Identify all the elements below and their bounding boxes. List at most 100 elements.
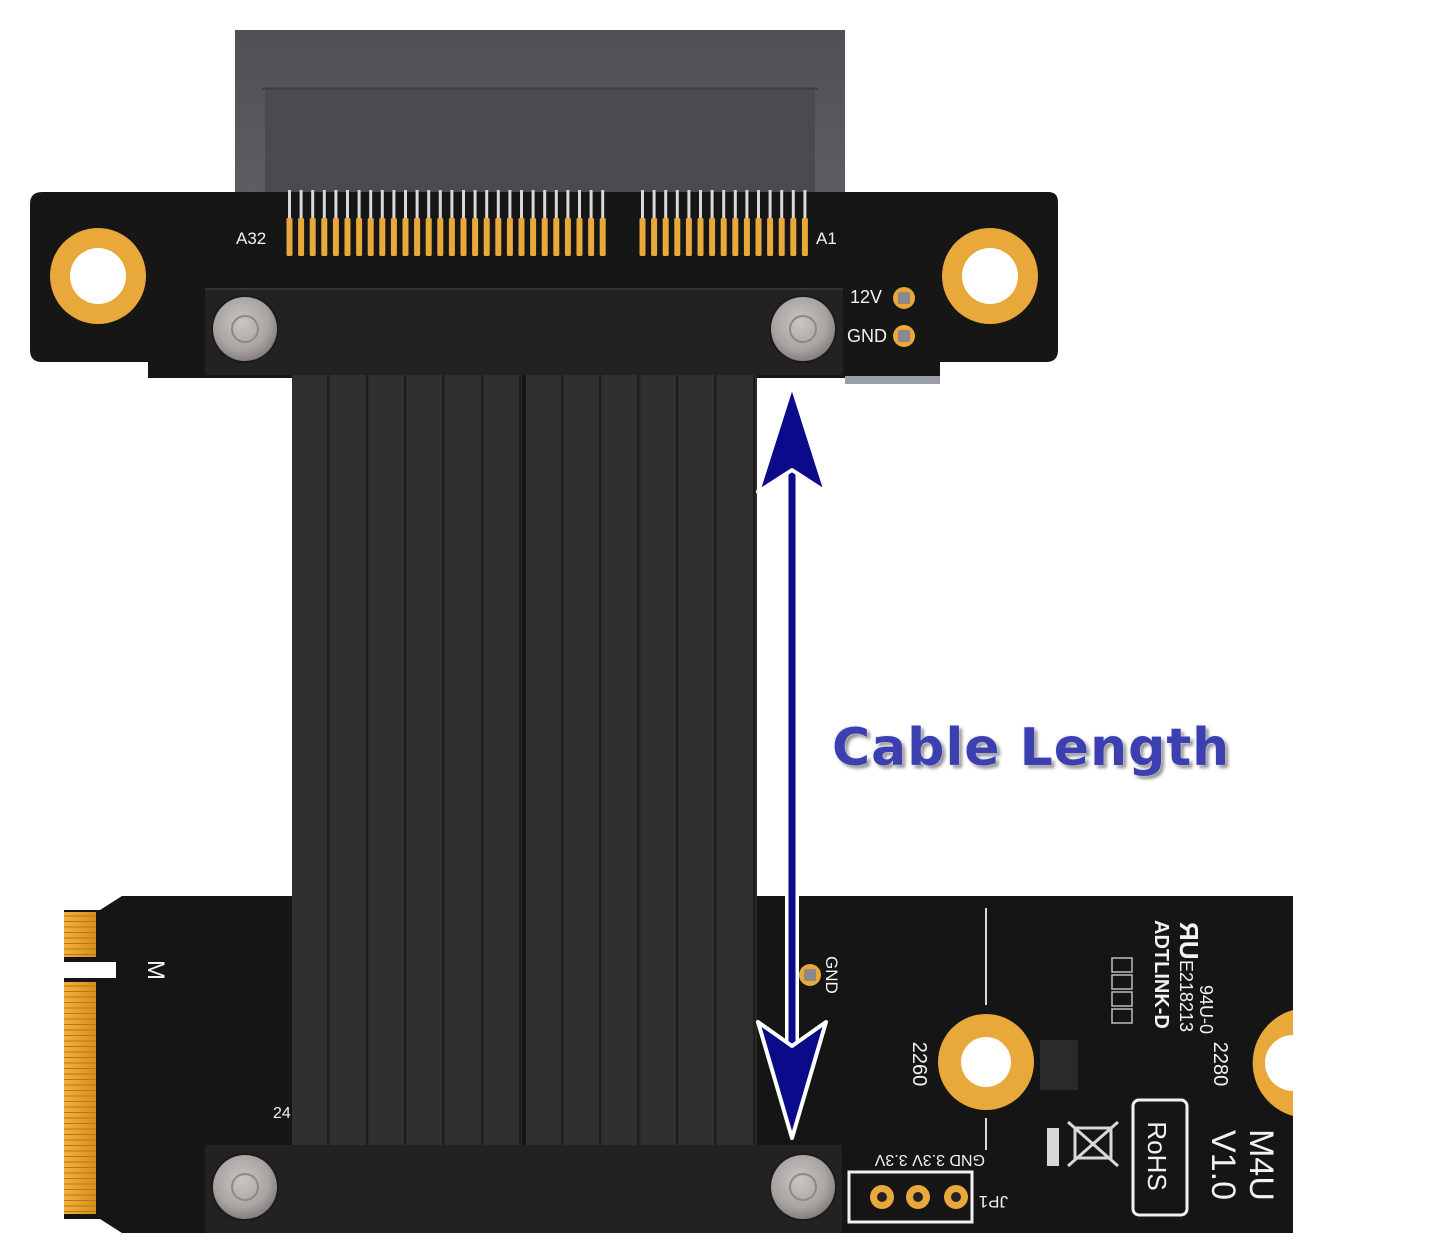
pin-label-a1: A1 — [816, 229, 837, 248]
pin-label-24: 24 — [273, 1105, 291, 1122]
date-code-boxes — [1111, 957, 1133, 1024]
slot-pin-pad — [437, 218, 444, 256]
cable-groove — [637, 375, 639, 1145]
ribbon-cable — [292, 375, 757, 1145]
slot-pin-pad — [743, 218, 750, 256]
arrow-head-down — [756, 1020, 828, 1140]
slot-pin-pad — [685, 218, 692, 256]
slot-pin-lead — [589, 190, 593, 220]
svg-text:RoHS: RoHS — [1142, 1121, 1172, 1190]
slot-pin-lead — [641, 190, 644, 220]
slot-pin-lead — [427, 190, 431, 220]
slot-pin-lead — [380, 190, 384, 220]
cable-groove — [366, 375, 368, 1145]
cable-conductor — [641, 375, 678, 1145]
clamp-screw-bottom-right — [769, 1153, 837, 1221]
slot-pin-pad — [709, 218, 716, 256]
cable-groove — [481, 375, 483, 1145]
slot-pin-pad — [674, 218, 681, 256]
mount-label-2280: 2280 — [1209, 1042, 1231, 1087]
slot-pin-lead — [733, 190, 737, 220]
power-label-12v: 12V — [850, 287, 882, 307]
slot-pin-pad — [720, 218, 727, 256]
ul-cert-line1: 94U-0 — [1196, 985, 1216, 1034]
slot-pin-pad — [506, 218, 513, 256]
ul-logo-icon: ЯU — [1174, 922, 1204, 959]
arrow-head-up — [756, 383, 828, 494]
slot-pin-lead — [687, 190, 691, 220]
slot-pin-lead — [664, 190, 668, 220]
cable-length-arrow — [756, 383, 828, 1140]
slot-pin-lead — [473, 190, 477, 220]
cable-conductor — [564, 375, 601, 1145]
slot-pin-pad — [356, 218, 363, 256]
mount-label-2260: 2260 — [908, 1042, 930, 1087]
rohs-badge: RoHS — [1131, 1098, 1189, 1217]
slot-pin-lead — [299, 190, 303, 220]
slot-pin-lead — [520, 190, 523, 220]
slot-pin-pad — [425, 218, 432, 256]
mount-hole-left — [50, 228, 146, 324]
slot-pin-lead — [485, 190, 489, 220]
brand-label: ADTLINK-D — [1150, 920, 1172, 1029]
cable-split — [522, 375, 526, 1145]
slot-pin-pad — [755, 218, 762, 256]
slot-pin-pad — [332, 218, 339, 256]
cable-groove — [519, 375, 521, 1145]
m2-key-label: M — [142, 960, 169, 980]
slot-pin-pad — [367, 218, 374, 256]
ground-label: GND — [847, 326, 887, 346]
slot-pin-lead — [675, 190, 679, 220]
slot-pin-lead — [578, 190, 581, 220]
slot-pin-pad — [448, 218, 455, 256]
slot-gold-pins — [286, 190, 808, 256]
slot-pin-pad — [662, 218, 669, 256]
slot-pin-pad — [767, 218, 774, 256]
slot-pin-pad — [518, 218, 525, 256]
slot-pin-lead — [450, 190, 454, 220]
slot-pin-pad — [732, 218, 739, 256]
power-pad-12v — [893, 287, 915, 309]
slot-pin-pad — [639, 218, 646, 256]
slot-pin-lead — [322, 190, 326, 220]
slot-pin-pad — [390, 218, 397, 256]
slot-pin-pad — [344, 218, 351, 256]
mount-hole-2280 — [1252, 1010, 1293, 1116]
slot-pin-lead — [508, 190, 512, 220]
slot-pin-lead — [415, 190, 419, 220]
slot-pin-pad — [651, 218, 658, 256]
slot-pin-lead — [745, 190, 749, 220]
slot-pin-lead — [791, 190, 795, 220]
weee-bin-icon — [1067, 1120, 1119, 1168]
slot-pin-lead — [369, 190, 373, 220]
cable-groove — [676, 375, 678, 1145]
slot-pin-pad — [309, 218, 316, 256]
slot-pin-lead — [566, 190, 570, 220]
slot-pin-pad — [778, 218, 785, 256]
slot-pin-lead — [768, 190, 772, 220]
slot-pin-pad — [541, 218, 548, 256]
gnd-test-pad — [799, 964, 821, 986]
mount-hole-right — [942, 228, 1038, 324]
cable-groove — [327, 375, 329, 1145]
slot-pin-pad — [483, 218, 490, 256]
m2-gold-fingers-long — [64, 982, 96, 1214]
slot-pin-lead — [311, 190, 315, 220]
cable-conductor — [446, 375, 483, 1145]
cable-conductor — [602, 375, 639, 1145]
cable-conductor — [484, 375, 521, 1145]
bottom-cable-clamp — [205, 1145, 842, 1233]
m2-finger-separators — [64, 915, 96, 1212]
jumper-jp1 — [847, 1170, 974, 1224]
slot-pin-pad — [495, 218, 502, 256]
ul-cert-line2: E218213 — [1176, 960, 1196, 1032]
slot-pin-lead — [346, 190, 349, 220]
cable-groove — [753, 375, 755, 1145]
version-label: V1.0 — [1204, 1130, 1242, 1200]
slot-pin-lead — [554, 190, 558, 220]
m2-gold-fingers-short — [64, 912, 96, 957]
jumper-label: JP1 — [979, 1192, 1008, 1211]
cable-groove — [442, 375, 444, 1145]
slot-pin-pad — [286, 218, 293, 256]
